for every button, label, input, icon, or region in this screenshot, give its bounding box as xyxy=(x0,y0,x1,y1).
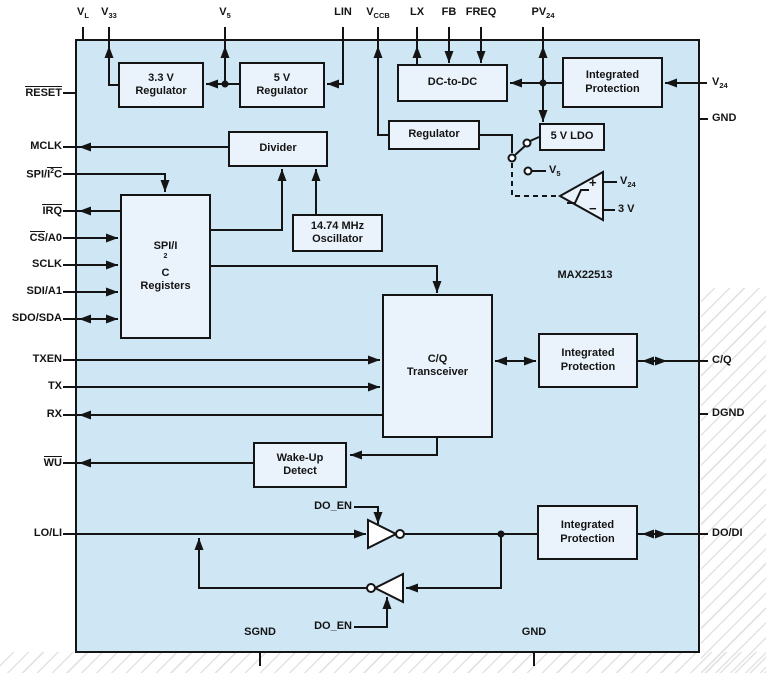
hatch-background-right xyxy=(701,288,766,673)
block-integrated-protection-bottom: Integrated Protection xyxy=(537,505,638,560)
junction-dot xyxy=(221,80,229,88)
block-5v-ldo: 5 V LDO xyxy=(539,123,605,151)
switch-pole-icon xyxy=(507,153,517,163)
pin-wu: WU xyxy=(43,456,62,469)
block-oscillator: 14.74 MHz Oscillator xyxy=(292,214,383,252)
pin-tx: TX xyxy=(47,380,62,392)
buffer-output-icon xyxy=(367,518,399,550)
junction-dot xyxy=(539,79,547,87)
buffer-input-icon xyxy=(372,572,404,604)
pin-cs-a0: CS/A0 xyxy=(29,231,62,244)
pin-v24: V24 xyxy=(712,76,728,91)
block-dc-to-dc: DC-to-DC xyxy=(397,64,508,102)
pin-sdi-a1: SDI/A1 xyxy=(26,285,62,297)
pin-lin: LIN xyxy=(334,6,352,18)
pin-lo-li: LO/LI xyxy=(33,527,62,539)
pin-v33: V33 xyxy=(101,6,117,21)
pin-sgnd: SGND xyxy=(244,626,276,638)
v5-switch-label: V5 xyxy=(549,164,561,179)
inverter-bubble-icon xyxy=(366,583,376,593)
block-wake-up-detect: Wake-Up Detect xyxy=(253,442,347,488)
comparator-minus-sign: − xyxy=(589,201,597,216)
pin-txen: TXEN xyxy=(32,353,62,365)
pin-dgnd: DGND xyxy=(712,407,745,419)
comparator-vminus-label: 3 V xyxy=(618,203,635,215)
switch-throw-ldo-icon xyxy=(522,138,532,148)
hysteresis-icon xyxy=(567,189,589,204)
block-cq-transceiver: C/Q Transceiver xyxy=(382,294,493,438)
pin-sdo-sda: SDO/SDA xyxy=(11,312,62,324)
inverter-bubble-icon xyxy=(395,529,405,539)
do-en-label-bottom: DO_EN xyxy=(314,620,352,632)
block-5v-regulator: 5 V Regulator xyxy=(239,62,325,108)
do-en-label-top: DO_EN xyxy=(314,500,352,512)
block-regulator: Regulator xyxy=(388,120,480,150)
pin-vccb: VCCB xyxy=(366,6,390,21)
comparator-symbol xyxy=(557,170,604,222)
pin-spi-i2c: SPI/I2C xyxy=(26,167,62,181)
pin-v5: V5 xyxy=(219,6,231,21)
pin-mclk: MCLK xyxy=(30,140,62,152)
pin-vl: VL xyxy=(77,6,89,21)
pin-reset: RESET xyxy=(25,86,62,99)
pin-sclk: SCLK xyxy=(32,258,62,270)
block-3v3-regulator: 3.3 V Regulator xyxy=(118,62,204,108)
pin-pv24: PV24 xyxy=(531,6,555,21)
pin-fb: FB xyxy=(441,6,457,18)
comparator-plus-sign: + xyxy=(589,175,597,190)
hatch-background-bottom xyxy=(0,652,766,673)
comparator-vplus-label: V24 xyxy=(620,175,636,190)
block-divider: Divider xyxy=(228,131,328,167)
pin-lx: LX xyxy=(409,6,425,18)
part-number-label: MAX22513 xyxy=(557,269,613,281)
block-integrated-protection-mid: Integrated Protection xyxy=(538,333,638,388)
pin-do-di: DO/DI xyxy=(712,527,743,539)
pin-cq: C/Q xyxy=(712,354,732,366)
junction-dot xyxy=(497,530,505,538)
block-integrated-protection-top: Integrated Protection xyxy=(562,57,663,108)
pin-rx: RX xyxy=(46,408,62,420)
pin-irq: IRQ xyxy=(42,204,62,217)
pin-gnd: GND xyxy=(712,112,737,124)
pin-freq: FREQ xyxy=(465,6,497,18)
pin-gnd-bottom: GND xyxy=(521,626,547,638)
switch-throw-v5-icon xyxy=(523,166,533,176)
